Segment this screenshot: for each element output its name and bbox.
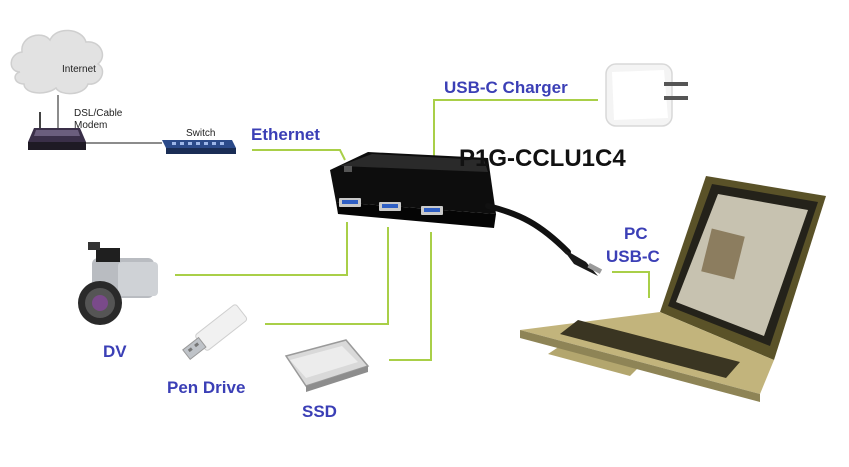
charger-line: [433, 99, 598, 158]
ssd-icon: [284, 339, 370, 392]
charger-icon: [605, 63, 688, 127]
pc-line: [612, 271, 650, 298]
ethernet-line: [252, 149, 346, 161]
pendrive-icon: [182, 304, 248, 361]
camera-icon: [78, 242, 158, 325]
ethernet-label: Ethernet: [251, 125, 320, 144]
internet-label: Internet: [62, 64, 96, 75]
pc-label: PC: [624, 224, 648, 243]
modem-label: DSL/Cable Modem: [74, 108, 123, 131]
cloud-icon: [10, 29, 104, 95]
usb-c-cable: [485, 203, 603, 276]
pendrive-line: [265, 227, 389, 325]
usb-hub: [330, 152, 496, 228]
ssd-label: SSD: [302, 402, 337, 421]
dv-label: DV: [103, 342, 127, 361]
laptop-icon: [520, 176, 826, 402]
usb-c-label: USB-C: [606, 247, 660, 266]
model-title: P1G-CCLU1C4: [459, 145, 626, 172]
usb-port: [421, 206, 443, 215]
modem-icon: [28, 112, 86, 150]
connector-lines: [175, 99, 650, 361]
charger-label: USB-C Charger: [444, 78, 568, 97]
switch-icon: [162, 140, 236, 154]
switch-label: Switch: [186, 128, 216, 139]
pen-drive-label: Pen Drive: [167, 378, 246, 397]
dv-line: [175, 222, 348, 276]
usb-port: [339, 198, 361, 207]
ssd-line: [389, 232, 432, 361]
network-lines: [57, 95, 162, 144]
usb-port: [379, 202, 401, 211]
